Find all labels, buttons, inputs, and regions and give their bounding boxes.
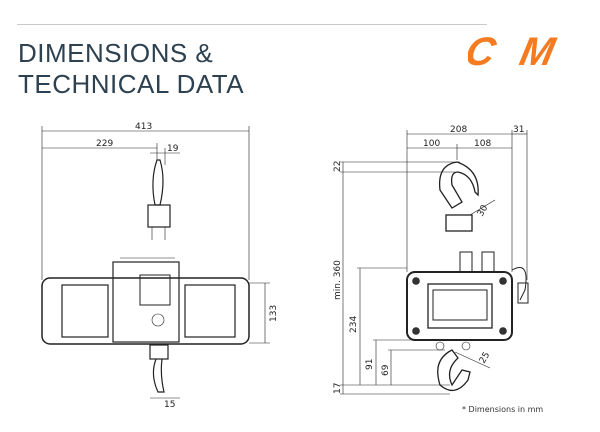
dim-overall-depth: 208 [450, 125, 467, 135]
page-title: DIMENSIONS & TECHNICAL DATA [18, 38, 244, 100]
dim-bottom-hook-opening: 25 [478, 351, 492, 366]
dim-overall-width: 413 [135, 122, 152, 132]
dim-front-half: 100 [423, 139, 440, 149]
side-view: 208 31 100 108 22 min. 360 234 91 69 17 … [333, 125, 529, 395]
title-line-2: TECHNICAL DATA [18, 69, 245, 99]
dim-control-depth: 31 [513, 125, 524, 135]
title-line-1: DIMENSIONS & [18, 38, 214, 68]
dim-top-hook-opening: 30 [476, 203, 491, 218]
dimensions-footnote: * Dimensions in mm [462, 405, 544, 414]
dim-hook-block: 91 [365, 359, 375, 370]
dim-hook-bottom: 17 [333, 383, 343, 394]
dim-hook-width: 19 [167, 144, 179, 154]
cm-logo: CM [468, 33, 560, 69]
dim-hook-offset: 229 [96, 139, 113, 149]
dim-hook-length: 69 [381, 364, 391, 376]
dim-bottom-hook-width: 15 [164, 400, 175, 410]
dim-top-hook-height: 22 [333, 161, 343, 172]
dim-body-to-hook: 234 [349, 316, 359, 333]
dim-headroom: min. 360 [333, 260, 343, 300]
dim-rear-half: 108 [474, 139, 491, 149]
dim-body-height: 133 [269, 305, 279, 322]
front-view: 413 229 19 133 15 [41, 122, 279, 410]
header-divider [17, 24, 487, 25]
